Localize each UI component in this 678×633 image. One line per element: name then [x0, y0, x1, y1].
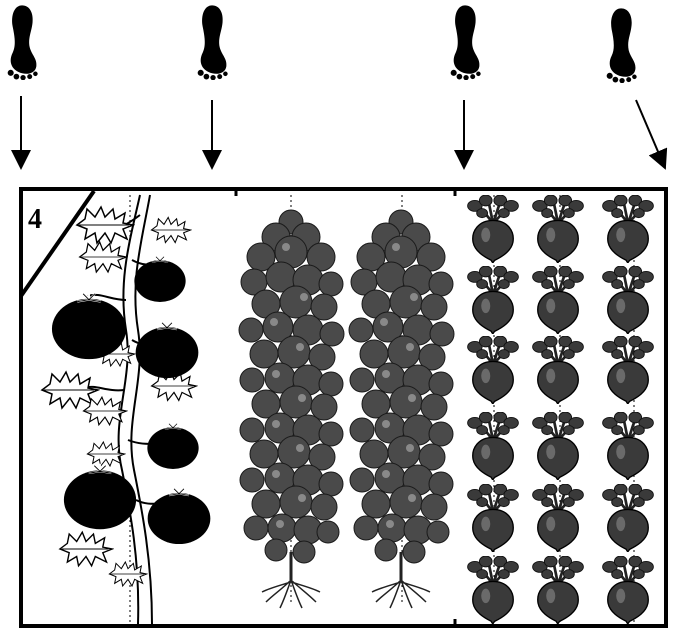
beet-plant [601, 336, 655, 404]
beet-plant [531, 484, 585, 552]
beet-plant [531, 336, 585, 404]
beet-plant [601, 266, 655, 334]
potato-section [237, 208, 456, 610]
footprint-icon [450, 5, 481, 80]
footprint-icon [7, 5, 38, 80]
beet-plant [601, 195, 655, 263]
footprint-icon [197, 5, 228, 80]
beet-plant [531, 266, 585, 334]
potato-plant-row-1 [237, 208, 346, 610]
beet-plant [531, 412, 585, 480]
walk-marker-4 [606, 8, 668, 170]
beet-plant [466, 484, 520, 552]
beet-section [466, 195, 655, 624]
bed-number: 4 [28, 204, 42, 235]
walk-marker-1 [7, 5, 38, 170]
beet-plant [466, 195, 520, 263]
beet-plant [601, 484, 655, 552]
beet-plant [601, 556, 655, 624]
beet-plant [466, 266, 520, 334]
arrow-diagonal [635, 99, 668, 170]
beet-plant [531, 556, 585, 624]
walk-marker-3 [450, 5, 481, 170]
beet-plant [466, 556, 520, 624]
tomato-section [41, 194, 212, 625]
tomato-stem [117, 194, 153, 625]
section-ticks [234, 187, 457, 628]
beet-plant [531, 195, 585, 263]
beet-plant [466, 336, 520, 404]
footprint-icon [606, 8, 637, 83]
tomato-fruit [50, 290, 128, 361]
beet-plant [601, 412, 655, 480]
tomato-fruit [146, 486, 212, 545]
beet-plant [466, 412, 520, 480]
potato-plant-row-2 [347, 208, 456, 610]
walk-marker-2 [197, 5, 228, 170]
garden-bed-border [19, 187, 668, 628]
tomato-fruit [146, 422, 200, 470]
corner-divider [19, 189, 96, 298]
